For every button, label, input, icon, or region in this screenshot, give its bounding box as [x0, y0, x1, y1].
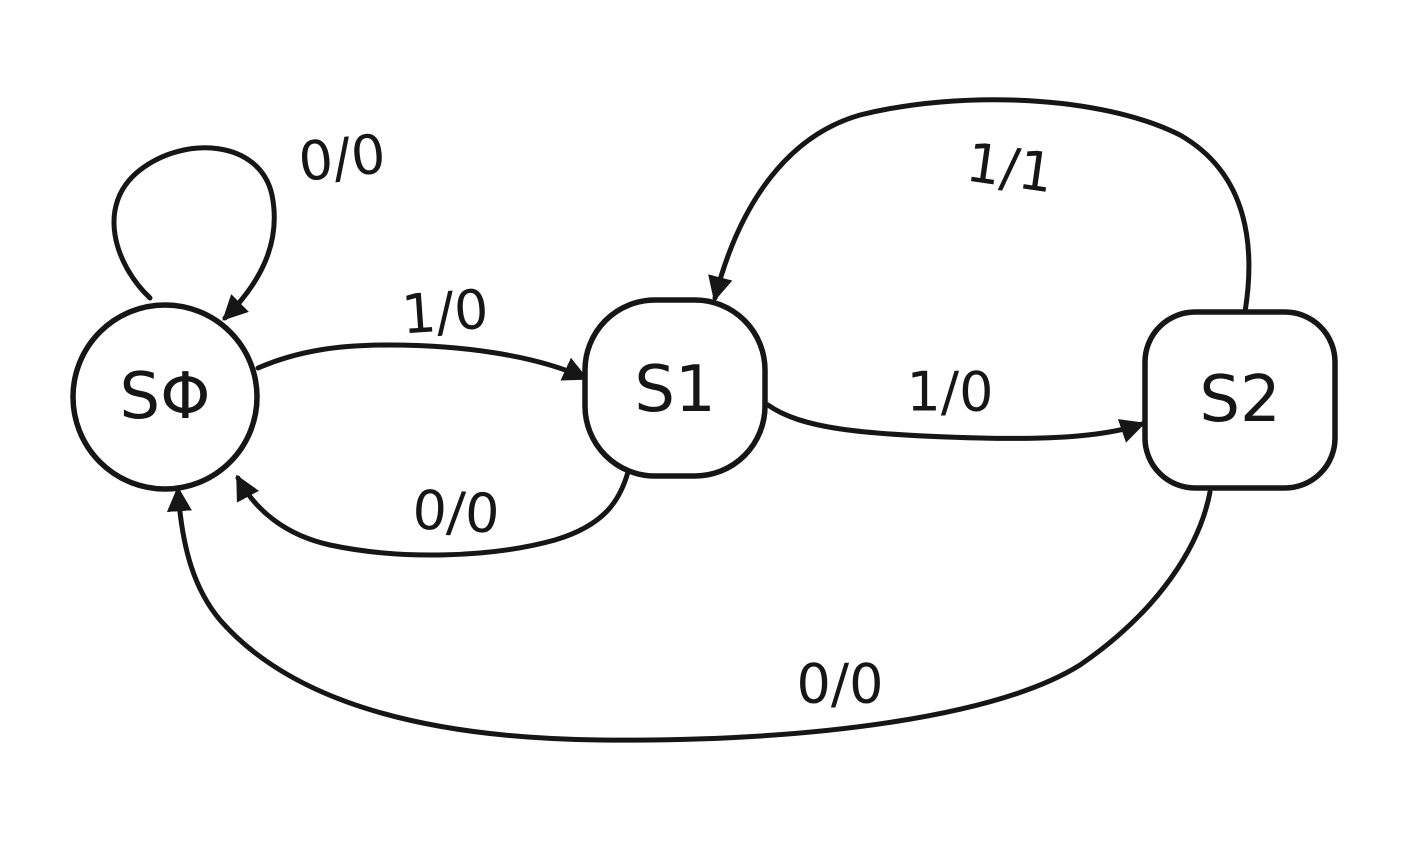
state-s0-label: SΦ: [120, 360, 211, 434]
edge-s2-s0: [166, 486, 1213, 743]
label-s1-s0: 0/0: [411, 478, 501, 545]
edge-s1-s2: [765, 402, 1146, 443]
state-s1-shape: [582, 297, 768, 479]
state-s2-label: S2: [1199, 363, 1280, 437]
label-s0-s1: 1/0: [399, 278, 490, 347]
edge-s0-self: [111, 145, 277, 321]
label-s0-self: 0/0: [295, 122, 388, 194]
state-s0-circle: [70, 302, 260, 492]
edge-s1-s0: [235, 469, 631, 558]
state-s2-shape: [1142, 309, 1338, 491]
state-s1-label: S1: [634, 353, 715, 427]
edge-s2-s1: [708, 97, 1252, 315]
edge-s0-s1: [255, 342, 589, 381]
transition-labels: 0/0 1/0 0/0 1/0 1/1 0/0: [295, 122, 1057, 715]
state-s2: S2: [1142, 309, 1338, 491]
state-s1: S1: [582, 297, 768, 479]
label-s2-s0: 0/0: [797, 653, 884, 716]
transitions: [111, 97, 1252, 743]
label-s2-s1: 1/1: [963, 131, 1058, 205]
label-s1-s2: 1/0: [907, 361, 994, 424]
state-s0: SΦ: [70, 302, 260, 492]
states: SΦ S1 S2: [70, 297, 1338, 492]
